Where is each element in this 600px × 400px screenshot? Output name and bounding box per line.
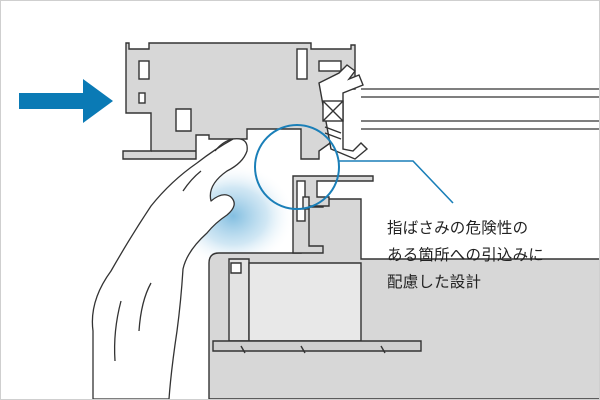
hand-icon [91, 138, 248, 399]
callout-leader-line [339, 160, 454, 204]
callout-line-1: 指ばさみの危険性の [387, 219, 529, 237]
pinch-point-highlight-circle [254, 124, 340, 210]
callout-text: 指ばさみの危険性の ある箇所への引込みに 配慮した設計 [387, 215, 597, 296]
callout-line-2: ある箇所への引込みに [387, 246, 545, 264]
callout-line-3: 配慮した設計 [387, 273, 482, 291]
glazing-bead [318, 64, 369, 160]
sliding-sash-profile [122, 42, 356, 160]
glass-pane-lines [361, 88, 599, 130]
guide-rail-profile [292, 175, 374, 254]
right-arrow-icon [19, 79, 113, 123]
